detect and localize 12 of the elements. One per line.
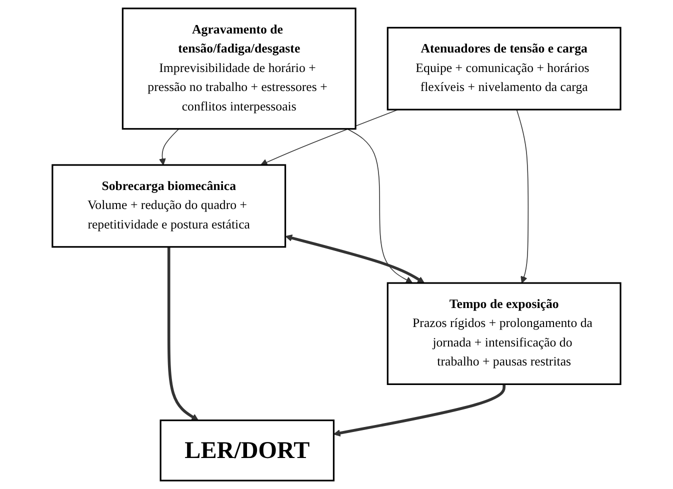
arrow <box>167 246 199 421</box>
node-box: Agravamento de tensão/fadiga/desgaste Imprevisibilidade de horário + pressão no trabalho + estressores + conflitos interpessoais <box>122 8 356 130</box>
node-box: LER/DORT <box>160 420 335 482</box>
arrow <box>516 109 529 284</box>
node-box: Tempo de exposição Prazos rígidos + prolongamento da jornada + intensificação do trabalho + pausas restritas <box>386 282 622 385</box>
node-box: Sobrecarga biomecânica Volume + redução do quadro + repetitividade e postura estática <box>52 164 286 248</box>
arrow <box>260 109 398 166</box>
arrow <box>158 128 180 166</box>
arrow <box>346 128 413 284</box>
arrow <box>333 384 506 436</box>
arrow <box>285 234 425 284</box>
node-box: Atenuadores de tensão e carga Equipe + comunicação + horários flexíveis + nivelamento da carga <box>386 26 622 110</box>
